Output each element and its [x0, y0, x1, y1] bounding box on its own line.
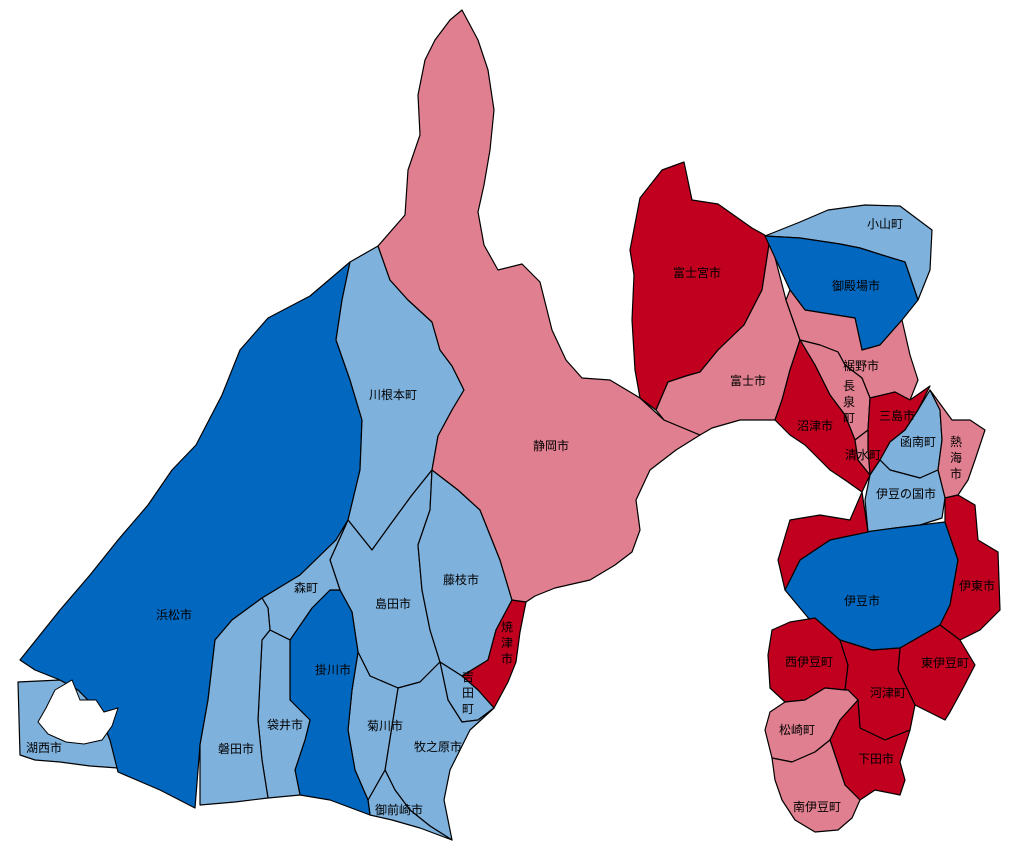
label-shimada: 島田市 [375, 596, 411, 611]
label-izu: 伊豆市 [844, 593, 880, 608]
label-shimoda: 下田市 [858, 751, 894, 766]
label-fujinomiya: 富士宮市 [673, 265, 721, 280]
label-shimizu: 清水町 [845, 448, 881, 462]
label-makinohara: 牧之原市 [414, 739, 462, 754]
label-yoshida: 吉田町 [462, 670, 474, 716]
label-shizuoka: 静岡市 [533, 438, 569, 453]
region-shimizu[interactable] [854, 429, 871, 476]
region-omaezaki[interactable] [367, 769, 453, 841]
label-fujieda: 藤枝市 [443, 572, 479, 587]
label-minamiizu: 南伊豆町 [793, 799, 841, 814]
label-kawazu: 河津町 [870, 686, 906, 700]
label-izunokuni: 伊豆の国市 [876, 486, 936, 501]
label-hamamatsu: 浜松市 [156, 607, 192, 622]
label-higashiizu: 東伊豆町 [921, 656, 969, 670]
label-nagaizumi: 長泉町 [843, 379, 855, 425]
label-kawanehon: 川根本町 [369, 388, 417, 402]
label-mishima: 三島市 [879, 408, 915, 423]
label-ito: 伊東市 [959, 578, 995, 593]
label-omaezaki: 御前崎市 [375, 802, 423, 817]
label-mori: 森町 [294, 580, 318, 595]
region-iwata[interactable] [199, 597, 271, 806]
label-kosai: 湖西市 [26, 740, 62, 755]
label-kannami: 函南町 [900, 434, 936, 449]
label-nishiizu: 西伊豆町 [785, 655, 833, 669]
region-izunokuni[interactable] [864, 459, 946, 533]
label-fuji: 富士市 [730, 373, 766, 388]
label-kakegawa: 掛川市 [315, 662, 351, 677]
region-minamiizu[interactable] [771, 739, 861, 833]
region-izu-north-coast[interactable] [777, 491, 869, 591]
label-atami: 熱海市 [950, 435, 962, 481]
lake-hamana [37, 679, 119, 745]
region-atami[interactable] [929, 389, 986, 499]
label-iwata: 磐田市 [218, 741, 254, 756]
label-oyama: 小山町 [867, 217, 903, 231]
label-fukuroi: 袋井市 [267, 717, 303, 732]
label-numazu: 沼津市 [797, 418, 833, 433]
label-susono: 裾野市 [843, 358, 879, 373]
label-matsuzaki: 松崎町 [779, 723, 815, 737]
region-ito[interactable] [939, 494, 1001, 641]
label-kikugawa: 菊川市 [367, 718, 403, 733]
label-yaizu: 焼津市 [501, 620, 513, 666]
label-gotemba: 御殿場市 [832, 278, 880, 293]
